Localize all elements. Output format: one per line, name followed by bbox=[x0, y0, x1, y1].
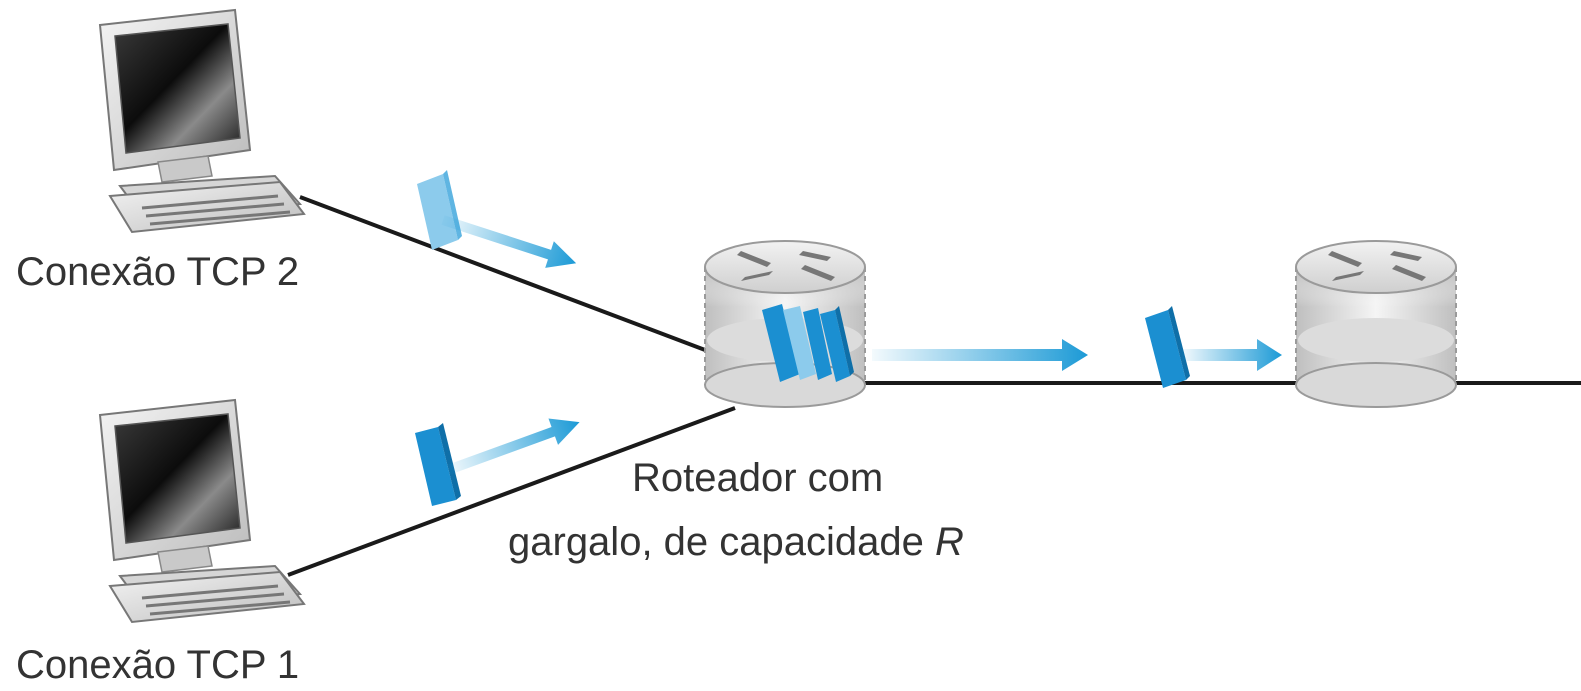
arrow-right-icon bbox=[438, 206, 581, 277]
packet-icon bbox=[415, 423, 461, 506]
label-router-line-1: Roteador com bbox=[632, 456, 884, 500]
router-icon bbox=[1295, 240, 1457, 408]
label-router-line-2-text: gargalo, de capacidade bbox=[508, 520, 935, 564]
packet-icon bbox=[1145, 306, 1190, 388]
link-tcp1 bbox=[287, 406, 736, 577]
router-queue bbox=[762, 304, 854, 382]
arrow-right-icon bbox=[1182, 339, 1282, 371]
packet-icon bbox=[417, 170, 462, 250]
arrow-right-icon bbox=[872, 339, 1088, 371]
computer-icon bbox=[98, 8, 306, 234]
label-tcp-connection-2: Conexão TCP 2 bbox=[16, 250, 300, 294]
label-router-line-2: gargalo, de capacidade R bbox=[508, 522, 964, 562]
label-capacity-variable: R bbox=[935, 520, 964, 564]
computer-icon bbox=[98, 398, 306, 624]
label-tcp-connection-1: Conexão TCP 1 bbox=[16, 643, 300, 687]
link-tcp2 bbox=[299, 195, 714, 355]
